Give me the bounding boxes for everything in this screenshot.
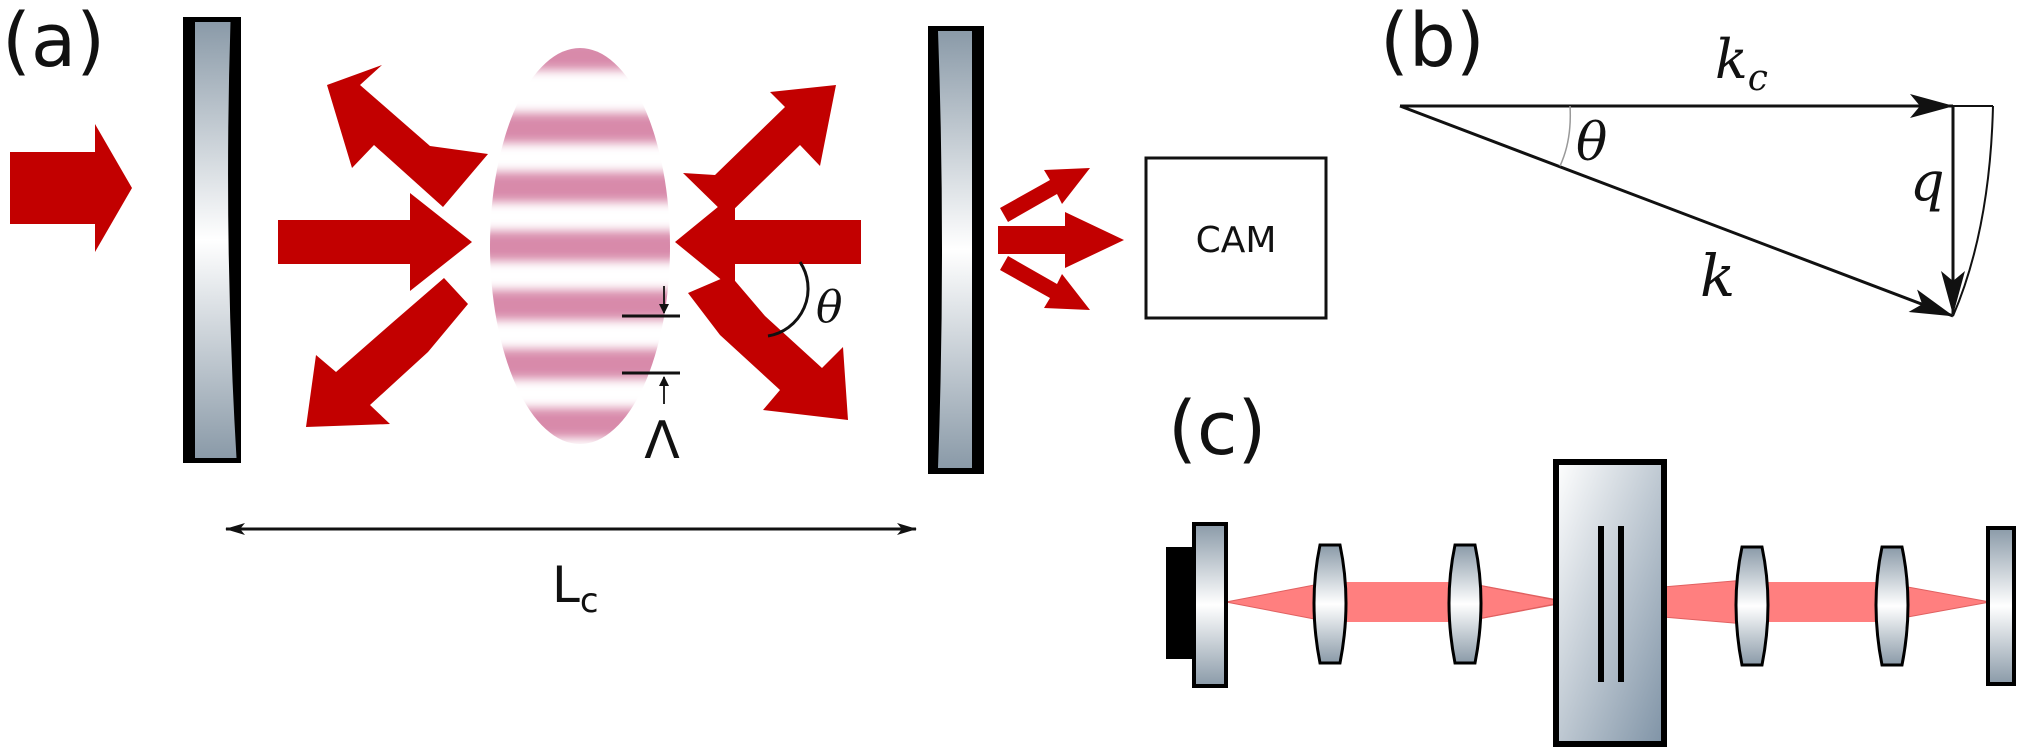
lens-3 <box>1734 545 1770 667</box>
panel-a-label: (a) <box>2 0 105 84</box>
angle-arc-b <box>1559 105 1572 167</box>
angle-label-b: θ <box>1576 113 1607 173</box>
arc-b <box>1952 105 1994 317</box>
panel-a: (a) <box>2 0 1328 621</box>
arrow-up-right <box>683 85 836 216</box>
k-label: k <box>1700 242 1735 310</box>
panel-c: (c) <box>1166 386 2016 747</box>
period-label: Λ <box>644 411 680 471</box>
panel-c-label: (c) <box>1168 386 1266 472</box>
camera-label: CAM <box>1196 220 1277 261</box>
arrow-left <box>675 193 861 291</box>
camera-box <box>1144 156 1328 320</box>
lens-1 <box>1312 543 1348 665</box>
fringe-pattern <box>490 48 670 438</box>
input-beam-arrow <box>10 124 132 252</box>
cavity-length-label: Lc <box>552 556 599 621</box>
left-mirror <box>183 17 241 463</box>
lens-4 <box>1874 545 1910 667</box>
cavity-plate-2 <box>1618 526 1624 682</box>
arrow-down-left <box>306 278 468 427</box>
angle-label-a: θ <box>816 282 843 333</box>
kc-label: kc <box>1715 28 1768 99</box>
cavity-box <box>1553 459 1667 747</box>
lens-2 <box>1447 543 1483 665</box>
q-label: q <box>1910 150 1945 213</box>
right-end-mirror <box>1986 526 2016 686</box>
angle-arc <box>767 261 810 338</box>
output-arrows <box>998 168 1124 310</box>
panel-b-label: (b) <box>1380 0 1485 84</box>
right-mirror <box>928 26 984 474</box>
arrow-down-right <box>688 275 848 420</box>
left-end-mirror <box>1192 522 1228 688</box>
cavity-plate-1 <box>1598 526 1604 682</box>
detector-block <box>1166 547 1196 659</box>
arrow-right <box>278 193 472 291</box>
arrow-up-left <box>327 65 488 207</box>
k-vector <box>1399 104 1954 318</box>
panel-b: (b) kc θ q k <box>1380 0 1994 318</box>
period-markers <box>622 286 680 404</box>
